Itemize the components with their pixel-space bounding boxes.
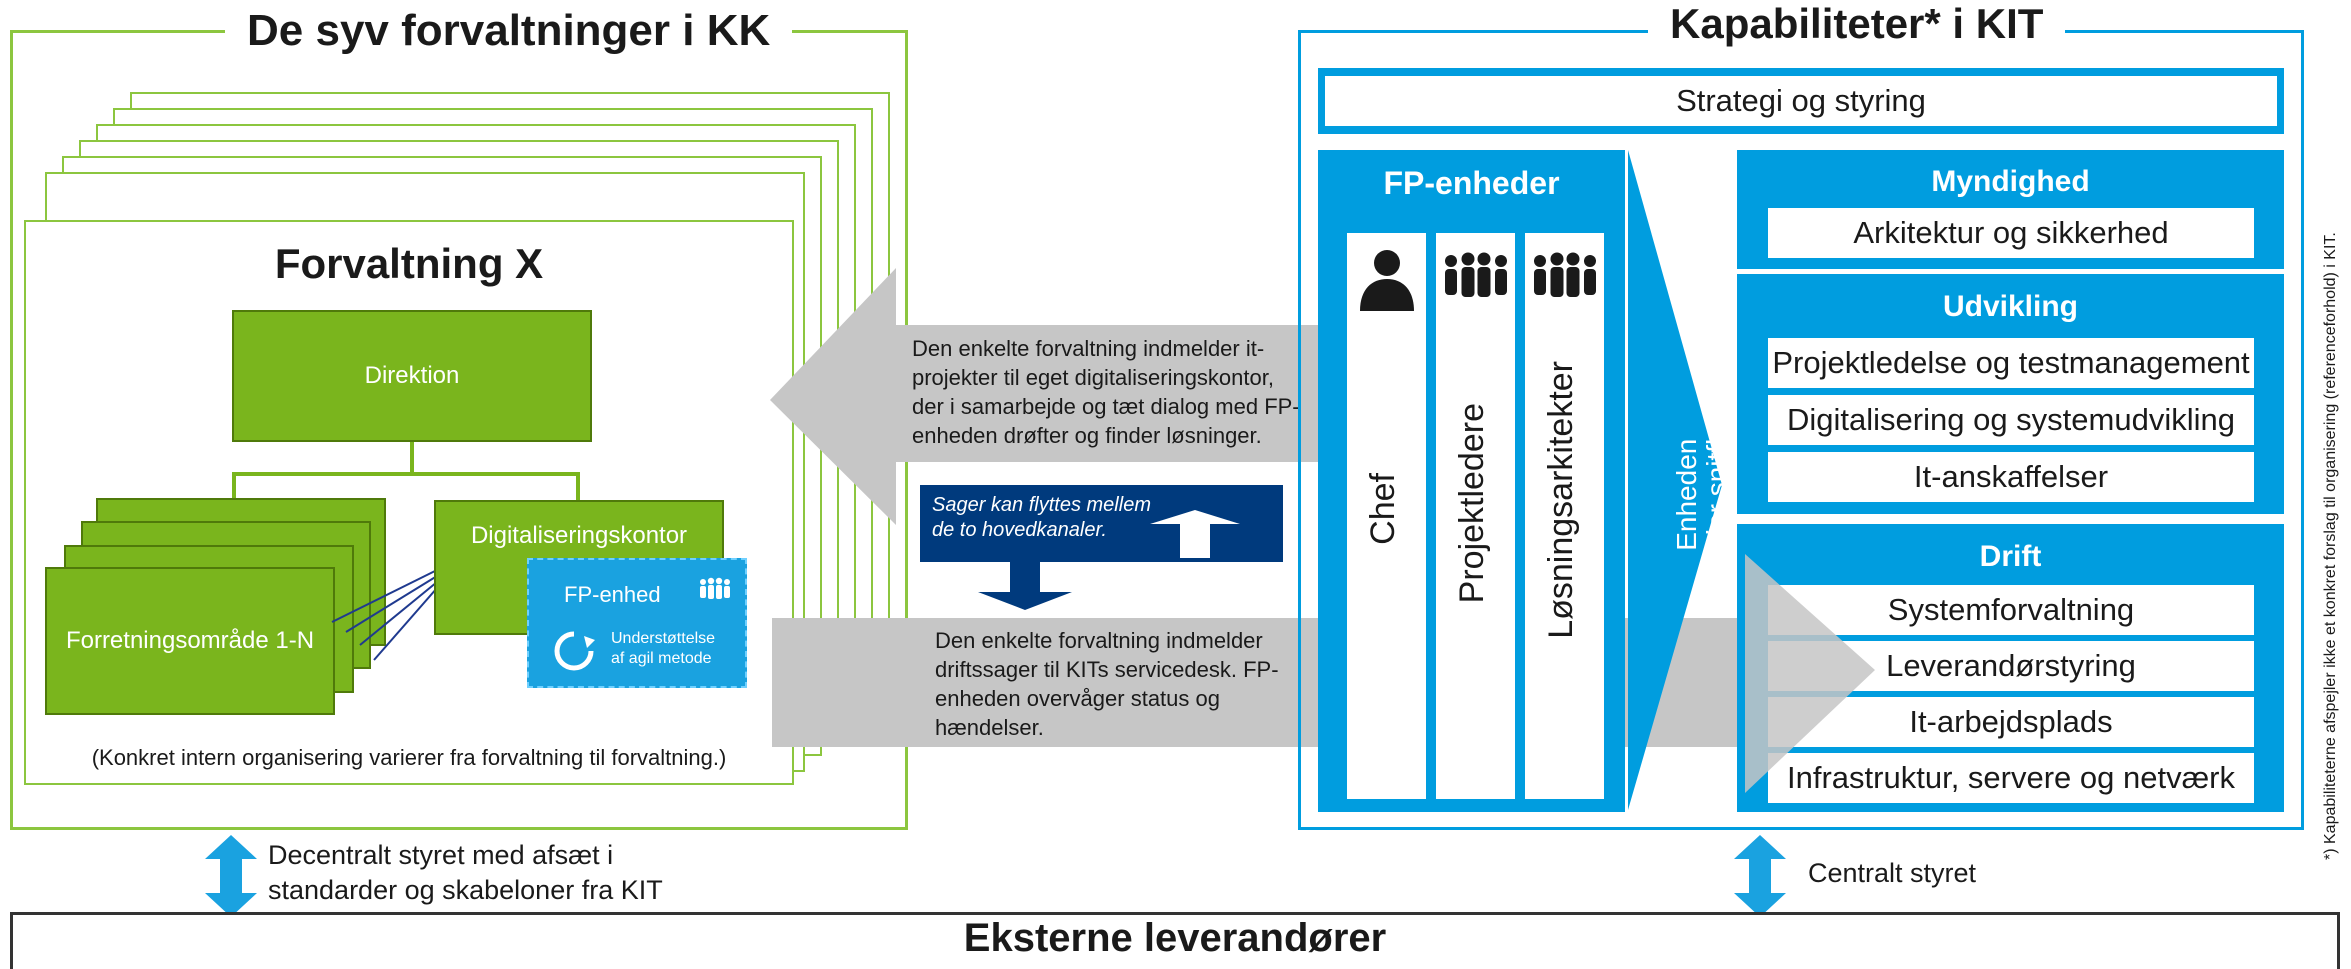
bottom-arrow-text: Den enkelte forvaltning indmelder drifts… [935,626,1355,742]
top-arrow-line: projekter til eget digitaliseringskontor… [912,365,1274,390]
digitaliseringskontor-label: Digitaliseringskontor [470,522,688,549]
group-icon [1534,252,1596,297]
snitflade-line: Enheden [1671,438,1702,551]
connector [576,472,580,500]
top-arrow-line: der i samarbejde og tæt dialog med FP- [912,394,1300,419]
drift-item: Infrastruktur, servere og netværk [1768,753,2254,803]
top-double-arrow [770,268,1430,525]
connector [232,472,578,476]
drift-item: It-arbejdsplads [1768,697,2254,747]
fp-column-projektledere: Projektledere [1436,233,1515,799]
drift-item: Systemforvaltning [1768,585,2254,635]
central-label: Centralt styret [1808,858,1977,888]
top-arrow-line: Den enkelte forvaltning indmelder it- [912,336,1265,361]
forretningsomraade-box: Forretningsområde 1-N [45,567,335,715]
move-box-line: Sager kan flyttes mellem [932,494,1151,516]
group-icon [1445,252,1507,297]
forvaltning-x-title: Forvaltning X [274,240,544,287]
decentral-line: Decentralt styret med afsæt i [268,840,614,870]
myndighed-title: Myndighed [1931,165,2090,198]
direktion-box: Direktion [232,310,592,442]
udvikling-item: Digitalisering og systemudvikling [1768,395,2254,445]
udvikling-item: Projektledelse og testmanagement [1768,338,2254,388]
udvikling-title: Udvikling [1942,290,2078,323]
side-note: *) Kapabiliteterne afspejler ikke et kon… [2322,232,2339,860]
kapabiliteter-title: Kapabiliteter* i KIT [1648,0,2066,48]
drift-item: Leverandørstyring [1768,641,2254,691]
group-icon [700,577,730,599]
fp-column-chef: Chef [1347,233,1426,799]
top-arrow-text: Den enkelte forvaltning indmelder it- pr… [912,334,1342,450]
strategy-bar: Strategi og styring [1325,76,2277,126]
snitflade-line: ejer snitflade [1701,392,1732,551]
snitflade-label: Enheden ejer snitflade [1671,392,1732,551]
forvaltninger-title: De syv forvaltninger i KK [225,6,793,56]
move-cases-box: Sager kan flyttes mellem de to hovedkana… [920,485,1283,562]
fp-column-loesningsarkitekter: Løsningsarkitekter [1525,233,1604,799]
fp-enheder-title: FP-enheder [1383,165,1560,201]
fp-enhed-label: FP-enhed [564,582,661,607]
connector [410,442,414,474]
eksterne-title: Eksterne leverandører [963,916,1387,960]
bottom-arrow-line: driftssager til KITs servicedesk. FP- [935,657,1279,682]
fp-column-label: Projektledere [1453,403,1491,604]
eksterne-frame [10,912,2340,969]
snitflade-arrow [1628,150,1722,810]
udvikling-item: It-anskaffelser [1768,452,2254,502]
support-text-2: af agil metode [611,650,712,667]
double-arrow-icon [1734,835,1786,917]
decentral-label: Decentralt styret med afsæt i standarder… [268,838,663,908]
move-box-line: de to hovedkanaler. [932,519,1107,541]
fp-column-label: Løsningsarkitekter [1542,361,1580,639]
myndighed-item: Arkitektur og sikkerhed [1768,208,2254,258]
fp-enhed-box: FP-enhed Understøttelse af agil metode [527,558,747,688]
fp-column-label: Chef [1364,473,1402,545]
cycle-icon [554,631,595,671]
support-text-1: Understøttelse [611,630,716,647]
drift-title: Drift [1979,540,2042,573]
connector [232,472,236,498]
decentral-line: standarder og skabeloner fra KIT [268,875,663,905]
top-arrow-line: enheden drøfter og finder løsninger. [912,423,1262,448]
bottom-arrow-line: hændelser. [935,715,1044,740]
person-icon [1360,250,1414,311]
double-arrow-icon [205,835,257,917]
bottom-arrow-line: enheden overvåger status og [935,686,1220,711]
forvaltning-footnote: (Konkret intern organisering varierer fr… [91,745,727,770]
bottom-arrow-line: Den enkelte forvaltning indmelder [935,628,1263,653]
